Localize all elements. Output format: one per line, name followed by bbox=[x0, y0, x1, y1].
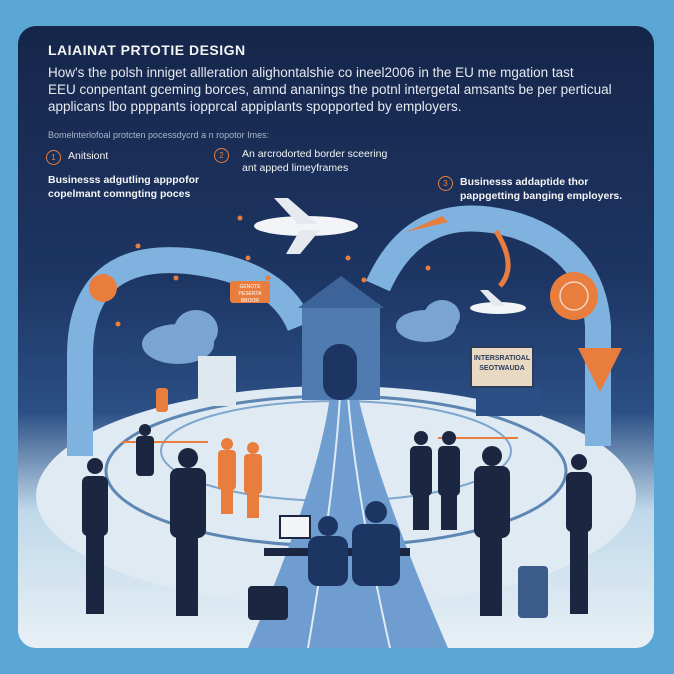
tag-line: PESERTA bbox=[238, 291, 262, 297]
cloud-icon bbox=[396, 300, 460, 342]
tag-line: BBOOR bbox=[240, 298, 260, 304]
step-desc: Businesss addaptide thor bbox=[460, 176, 589, 188]
step-desc: Businesss adgutling apppofor bbox=[48, 174, 200, 186]
page-title: LAIAINAT PRTOTIE DESIGN bbox=[48, 42, 246, 58]
tag-line: GENOTE bbox=[239, 284, 261, 290]
step-number: 3 bbox=[438, 176, 453, 191]
tower-gate bbox=[323, 344, 357, 400]
infographic-frame: LAIAINAT PRTOTIE DESIGN How's the polsh … bbox=[18, 26, 654, 648]
cloud-icon bbox=[142, 310, 218, 364]
left-arc bbox=[67, 247, 313, 456]
sign-line: INTERSRATIOAL bbox=[473, 355, 531, 362]
section-caption: Bomelnterlofoal protcten pocessdycrd a n… bbox=[48, 130, 270, 140]
seated-officers bbox=[308, 501, 400, 586]
tower-roof bbox=[298, 276, 384, 308]
sign-line: SEOTWAUDA bbox=[479, 365, 525, 372]
road-lines bbox=[307, 395, 391, 648]
info-tag: GENOTE PESERTA BBOOR bbox=[230, 281, 270, 304]
airplane-icon bbox=[254, 198, 358, 254]
laptop-icon bbox=[279, 515, 311, 539]
star-icon bbox=[115, 215, 431, 327]
airplane-icon bbox=[470, 290, 526, 314]
intro-line: EEU conpentant gceming borces, amnd anan… bbox=[48, 82, 612, 97]
traveler-figures bbox=[82, 424, 592, 616]
intro-line: How's the polsh inniget allleration alig… bbox=[48, 65, 574, 80]
step-desc: pappgetting banging employers. bbox=[460, 190, 623, 202]
step-desc: ant apped limeyframes bbox=[242, 162, 349, 174]
booth bbox=[198, 356, 236, 406]
step-number: 1 bbox=[46, 150, 61, 165]
arrow-icon bbox=[578, 348, 622, 392]
airplane-icon bbox=[406, 216, 448, 232]
arrow-icon bbox=[493, 229, 511, 288]
luggage-icon bbox=[518, 566, 548, 618]
globe-icon bbox=[550, 272, 598, 320]
officer-figures bbox=[156, 388, 262, 518]
step-label: An arcrodorted border sceering bbox=[242, 148, 388, 160]
star-badge bbox=[89, 274, 117, 302]
step-label: Anitsiont bbox=[68, 150, 109, 162]
truck bbox=[476, 386, 540, 416]
luggage-icon bbox=[248, 586, 288, 620]
step-number: 2 bbox=[214, 148, 229, 163]
illustration-scene bbox=[36, 198, 636, 648]
step-desc: copelmant comngting poces bbox=[48, 188, 191, 200]
road bbox=[248, 396, 448, 648]
international-sign: INTERSRATIOAL SEOTWAUDA bbox=[470, 346, 534, 388]
intro-line: applicans lbo ppppants iopprcal appiplan… bbox=[48, 99, 462, 114]
intro-text: How's the polsh inniget allleration alig… bbox=[48, 64, 628, 115]
